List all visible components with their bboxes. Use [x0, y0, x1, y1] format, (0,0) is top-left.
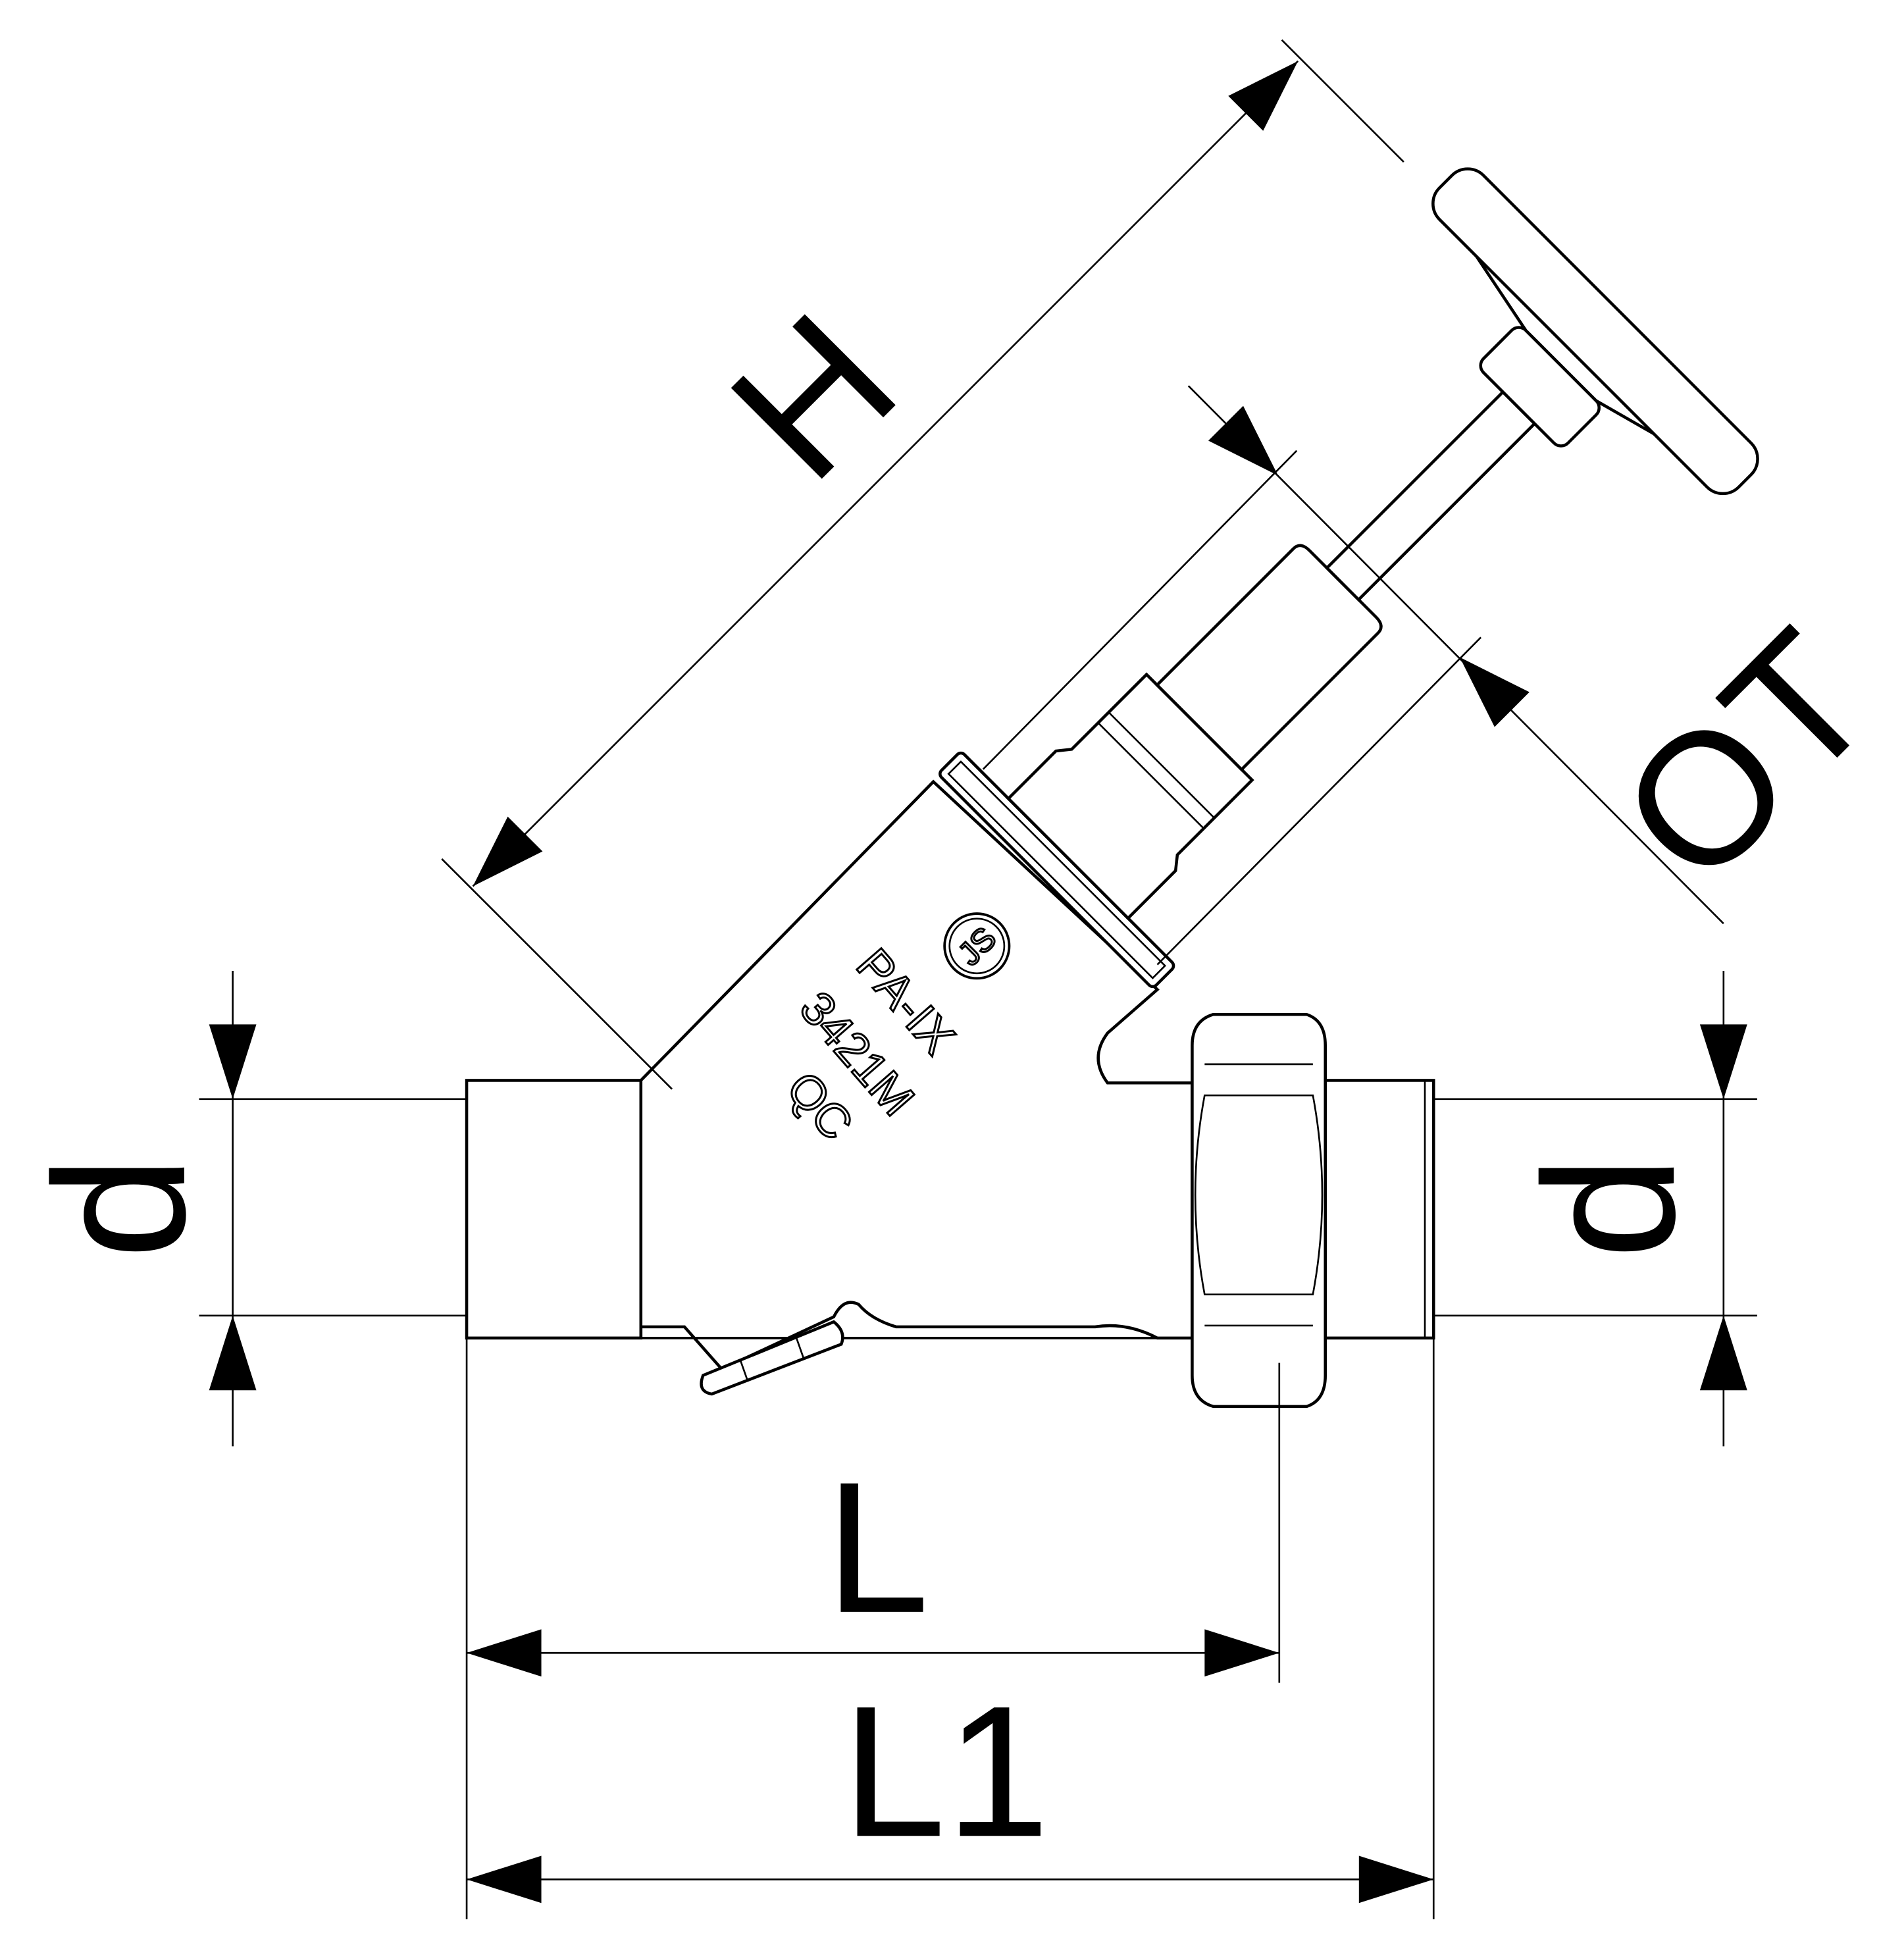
- label-L1: L1: [842, 1667, 1049, 1876]
- dimension-L1: L1: [467, 1337, 1435, 1919]
- gland: [1154, 544, 1383, 772]
- label-d-right: d: [1505, 1155, 1714, 1259]
- stem: [1324, 390, 1537, 602]
- label-d-left: d: [16, 1155, 224, 1259]
- dimension-L: L: [465, 1337, 1281, 1919]
- right-tail: [1324, 1079, 1435, 1340]
- dimension-d-right: d: [1433, 971, 1757, 1447]
- label-L: L: [825, 1443, 929, 1652]
- handwheel: [1431, 167, 1759, 496]
- body-outline: [639, 779, 1194, 1371]
- valve-body: JS PA-IX 3421M QC: [465, 167, 1759, 1409]
- drain-plug: [700, 1320, 844, 1396]
- bonnet-assembly: [939, 167, 1759, 989]
- left-socket: [465, 1079, 643, 1340]
- manufacturer-logo: JS: [943, 912, 1011, 980]
- label-OT: OT: [1582, 592, 1904, 923]
- label-H: H: [692, 275, 935, 518]
- union-nut: [1191, 1012, 1327, 1409]
- dimension-d-left: d: [16, 971, 467, 1447]
- bonnet: [1006, 672, 1254, 921]
